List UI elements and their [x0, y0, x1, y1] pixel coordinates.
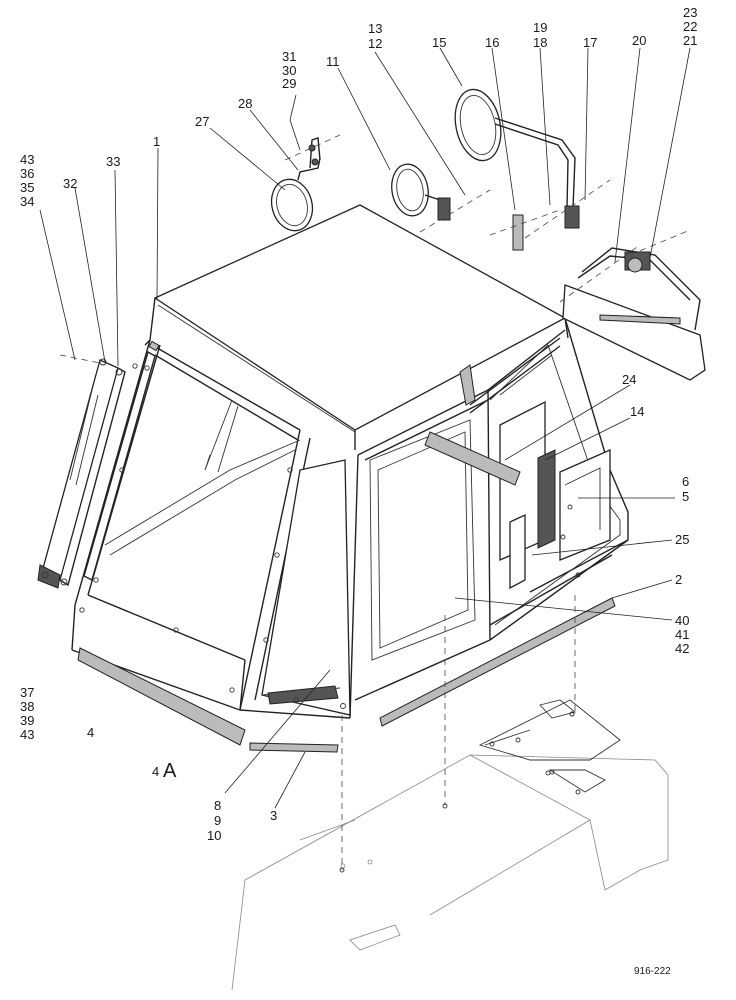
- callout-31: 31: [282, 49, 296, 64]
- callout-38: 38: [20, 699, 34, 714]
- callout-24: 24: [622, 372, 636, 387]
- side-window-panel: [37, 358, 126, 589]
- callout-8: 8: [214, 798, 221, 813]
- callout-43-top: 43: [20, 152, 34, 167]
- leader-lines: [39, 47, 691, 809]
- callout-12: 12: [368, 36, 382, 51]
- callout-10: 10: [207, 828, 221, 843]
- callout-34: 34: [20, 194, 34, 209]
- callout-18: 18: [533, 35, 547, 50]
- tractor-body-outline: [231, 754, 669, 991]
- callout-35: 35: [20, 180, 34, 195]
- callout-43-bottom: 43: [20, 727, 34, 742]
- callout-22: 22: [683, 19, 697, 34]
- reference-code: 916-222: [634, 966, 671, 977]
- callout-41: 41: [675, 627, 689, 642]
- sill-seal-strips: [77, 597, 616, 753]
- callout-20: 20: [632, 33, 646, 48]
- callout-36: 36: [20, 166, 34, 181]
- callout-33: 33: [106, 154, 120, 169]
- callout-23: 23: [683, 5, 697, 20]
- sun-visor: [562, 247, 706, 381]
- callout-4: 4: [87, 725, 94, 740]
- callout-2: 2: [675, 572, 682, 587]
- callout-14: 14: [630, 404, 644, 419]
- callout-28: 28: [238, 96, 252, 111]
- callout-25: 25: [675, 532, 689, 547]
- callout-40: 40: [675, 613, 689, 628]
- callout-42: 42: [675, 641, 689, 656]
- callout-15: 15: [432, 35, 446, 50]
- mounting-plates: [478, 699, 621, 795]
- callout-17: 17: [583, 35, 597, 50]
- callout-21: 21: [683, 33, 697, 48]
- callout-5: 5: [682, 489, 689, 504]
- left-mirror: [270, 137, 321, 232]
- callout-labels: 1 2 3 4 4 5 6 8 9 10 11 12 13 14 15 16 1…: [20, 5, 697, 977]
- centre-lines: [59, 134, 691, 873]
- callout-16: 16: [485, 35, 499, 50]
- callout-37: 37: [20, 685, 34, 700]
- callout-4a: 4: [152, 764, 159, 779]
- callout-9: 9: [214, 813, 221, 828]
- callout-1: 1: [153, 134, 160, 149]
- callout-13: 13: [368, 21, 382, 36]
- callout-6: 6: [682, 474, 689, 489]
- callout-30: 30: [282, 63, 296, 78]
- callout-3: 3: [270, 808, 277, 823]
- center-mirror: [391, 163, 451, 221]
- callout-29: 29: [282, 76, 296, 91]
- right-mirror: [454, 88, 580, 251]
- callout-32: 32: [63, 176, 77, 191]
- left-seal-strip: [83, 350, 156, 582]
- callout-11: 11: [326, 54, 340, 69]
- view-label: A: [163, 760, 177, 782]
- callout-27: 27: [195, 114, 209, 129]
- callout-39: 39: [20, 713, 34, 728]
- callout-19: 19: [533, 20, 547, 35]
